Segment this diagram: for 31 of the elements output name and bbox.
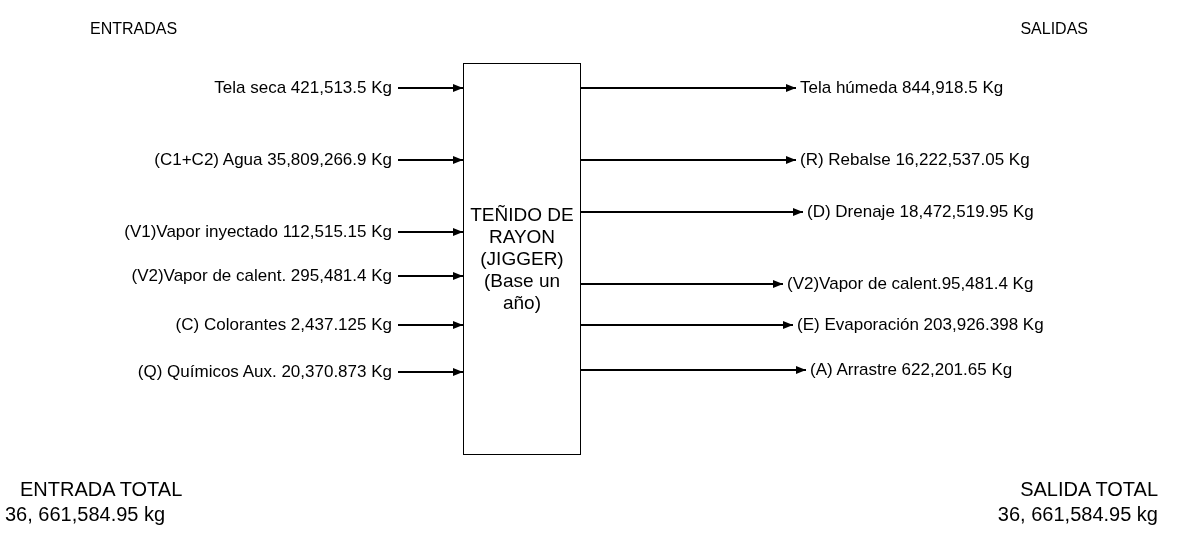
input-label: (V2)Vapor de calent. 295,481.4 Kg <box>131 266 392 286</box>
output-label: (V2)Vapor de calent.95,481.4 Kg <box>787 274 1034 294</box>
arrow <box>397 368 464 376</box>
total-heading: ENTRADA TOTAL <box>20 478 183 501</box>
input-label: Tela seca 421,513.5 Kg <box>214 78 392 98</box>
output-label: (E) Evaporación 203,926.398 Kg <box>797 315 1044 335</box>
total-heading: SALIDA TOTAL <box>1020 478 1158 501</box>
input-label: (C) Colorantes 2,437.125 Kg <box>175 315 392 335</box>
output-label: (A) Arrastre 622,201.65 Kg <box>810 360 1013 380</box>
arrow <box>397 156 464 164</box>
process-box: TEÑIDO DE RAYON (JIGGER) (Base un año) <box>463 63 581 455</box>
total-value: 36, 661,584.95 kg <box>997 503 1158 526</box>
output-label: (R) Rebalse 16,222,537.05 Kg <box>800 150 1030 170</box>
arrow <box>580 280 784 288</box>
arrow <box>397 84 464 92</box>
total-value: 36, 661,584.95 kg <box>5 503 166 526</box>
arrow <box>580 321 794 329</box>
input-label: (C1+C2) Agua 35,809,266.9 Kg <box>154 150 392 170</box>
input-label: (V1)Vapor inyectado 112,515.15 Kg <box>124 222 392 242</box>
output-label: (D) Drenaje 18,472,519.95 Kg <box>807 202 1034 222</box>
arrow <box>580 156 797 164</box>
arrow <box>397 321 464 329</box>
output-label: Tela húmeda 844,918.5 Kg <box>800 78 1004 98</box>
arrow <box>397 228 464 236</box>
arrow <box>580 366 807 374</box>
arrow <box>580 208 804 216</box>
arrow <box>397 272 464 280</box>
input-label: (Q) Químicos Aux. 20,370.873 Kg <box>137 362 392 382</box>
section-heading: ENTRADAS <box>90 20 178 38</box>
arrow <box>580 84 797 92</box>
section-heading: SALIDAS <box>1020 20 1088 38</box>
